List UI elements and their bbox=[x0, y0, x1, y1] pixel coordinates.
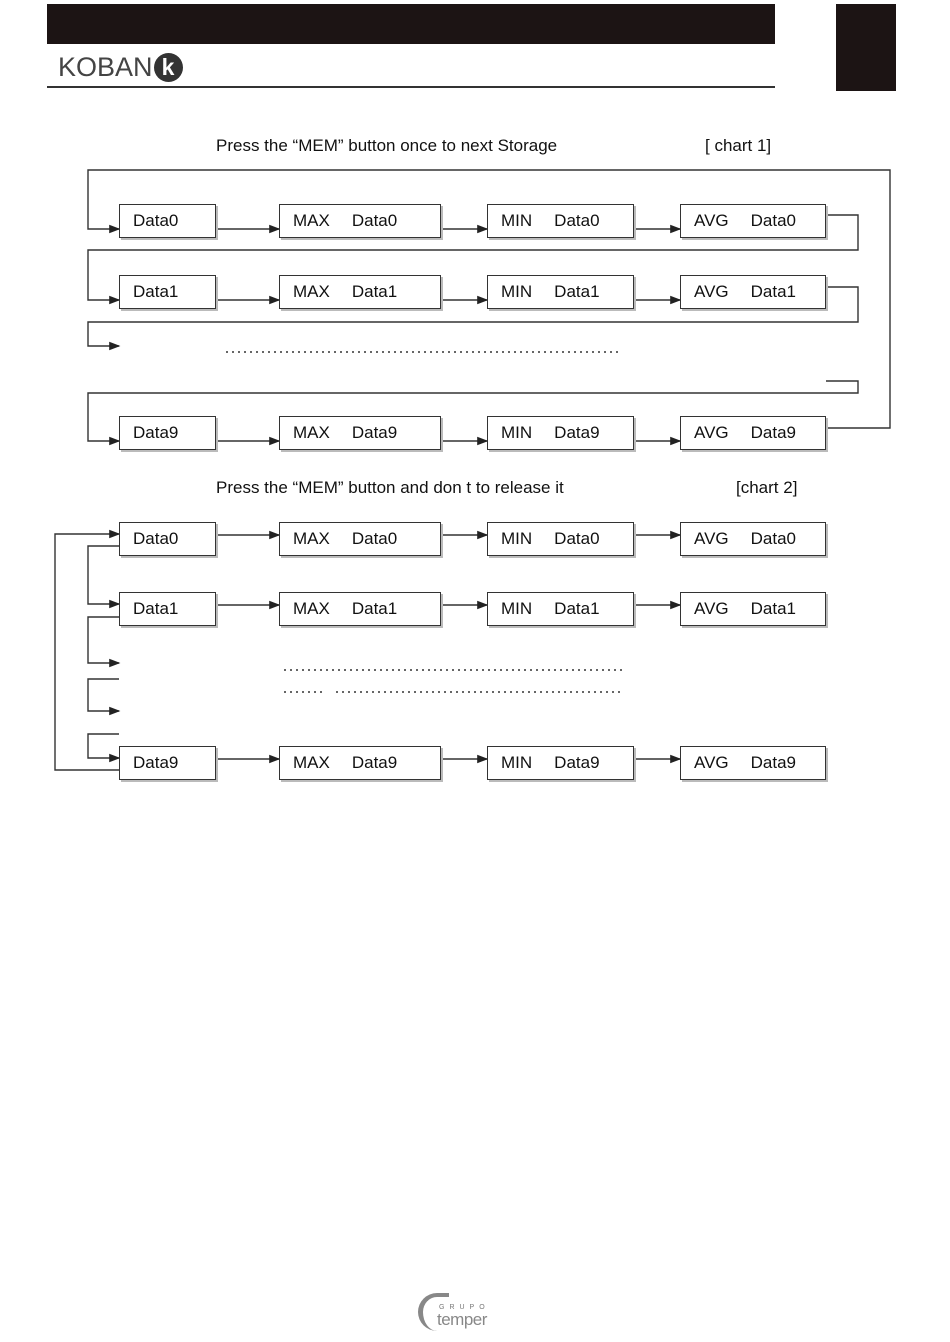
chart1-max-box: MAX Data0 bbox=[279, 204, 441, 238]
chart2-data-box: Data0 bbox=[119, 522, 216, 556]
min-value: Data0 bbox=[554, 211, 600, 230]
data-label: Data9 bbox=[133, 753, 179, 772]
max-value: Data1 bbox=[351, 282, 398, 301]
max-label: MAX bbox=[293, 529, 330, 548]
avg-value: Data9 bbox=[750, 423, 797, 442]
chart1-avg-box: AVG Data0 bbox=[680, 204, 826, 238]
chart1-avg-box: AVG Data1 bbox=[680, 275, 826, 309]
chart2-min-box: MIN Data1 bbox=[487, 592, 634, 626]
avg-value: Data0 bbox=[750, 211, 797, 230]
avg-label: AVG bbox=[694, 282, 729, 301]
max-value: Data0 bbox=[351, 211, 398, 230]
chart2-min-box: MIN Data0 bbox=[487, 522, 634, 556]
max-value: Data9 bbox=[351, 423, 398, 442]
chart2-max-box: MAX Data1 bbox=[279, 592, 441, 626]
data-label: Data0 bbox=[133, 211, 179, 230]
min-label: MIN bbox=[501, 423, 533, 442]
chart1-min-box: MIN Data9 bbox=[487, 416, 634, 450]
chart2-caption: Press the “MEM” button and don t to rele… bbox=[216, 478, 564, 497]
max-value: Data0 bbox=[351, 529, 398, 548]
max-value: Data9 bbox=[351, 753, 398, 772]
data-label: Data9 bbox=[133, 423, 179, 442]
avg-label: AVG bbox=[694, 599, 729, 618]
chart1-data-box: Data9 bbox=[119, 416, 216, 450]
chart1-max-box: MAX Data1 bbox=[279, 275, 441, 309]
chart2-avg-box: AVG Data1 bbox=[680, 592, 826, 626]
min-label: MIN bbox=[501, 599, 533, 618]
chart1-min-box: MIN Data0 bbox=[487, 204, 634, 238]
avg-label: AVG bbox=[694, 753, 729, 772]
chart2-tag: [chart 2] bbox=[736, 478, 798, 497]
footer-grupo-text: GRUPO bbox=[439, 1304, 490, 1311]
max-value: Data1 bbox=[351, 599, 398, 618]
avg-value: Data9 bbox=[750, 753, 797, 772]
min-label: MIN bbox=[501, 282, 533, 301]
min-value: Data1 bbox=[554, 282, 600, 301]
max-label: MAX bbox=[293, 753, 330, 772]
data-label: Data0 bbox=[133, 529, 179, 548]
min-value: Data0 bbox=[554, 529, 600, 548]
data-label: Data1 bbox=[133, 282, 179, 301]
brand-k-icon: k bbox=[153, 52, 183, 82]
temper-swoosh-icon bbox=[418, 1293, 449, 1331]
header-bar bbox=[47, 4, 775, 44]
chart2-avg-box: AVG Data0 bbox=[680, 522, 826, 556]
chart2-min-box: MIN Data9 bbox=[487, 746, 634, 780]
avg-value: Data1 bbox=[750, 599, 797, 618]
min-label: MIN bbox=[501, 529, 533, 548]
footer-brand-text: temper bbox=[437, 1310, 487, 1329]
corner-tab-block bbox=[836, 4, 896, 91]
chart1-data-box: Data1 bbox=[119, 275, 216, 309]
min-label: MIN bbox=[501, 753, 533, 772]
max-label: MAX bbox=[293, 599, 330, 618]
chart1-min-box: MIN Data1 bbox=[487, 275, 634, 309]
chart1-caption: Press the “MEM” button once to next Stor… bbox=[216, 136, 558, 155]
avg-value: Data0 bbox=[750, 529, 797, 548]
chart2-max-box: MAX Data9 bbox=[279, 746, 441, 780]
max-label: MAX bbox=[293, 423, 330, 442]
chart1-data-box: Data0 bbox=[119, 204, 216, 238]
avg-value: Data1 bbox=[750, 282, 797, 301]
brand-logo: KOBAN k bbox=[58, 50, 183, 84]
max-label: MAX bbox=[293, 282, 330, 301]
chart2-data-box: Data9 bbox=[119, 746, 216, 780]
chart1-avg-box: AVG Data9 bbox=[680, 416, 826, 450]
data-label: Data1 bbox=[133, 599, 179, 618]
min-value: Data1 bbox=[554, 599, 600, 618]
chart2-avg-box: AVG Data9 bbox=[680, 746, 826, 780]
min-label: MIN bbox=[501, 211, 533, 230]
brand-name: KOBAN bbox=[58, 51, 153, 82]
chart2-data-box: Data1 bbox=[119, 592, 216, 626]
min-value: Data9 bbox=[554, 753, 600, 772]
max-label: MAX bbox=[293, 211, 330, 230]
chart1-max-box: MAX Data9 bbox=[279, 416, 441, 450]
avg-label: AVG bbox=[694, 423, 729, 442]
min-value: Data9 bbox=[554, 423, 600, 442]
chart1-tag: [ chart 1] bbox=[705, 136, 772, 155]
header-divider bbox=[47, 86, 775, 88]
avg-label: AVG bbox=[694, 211, 729, 230]
chart2-max-box: MAX Data0 bbox=[279, 522, 441, 556]
avg-label: AVG bbox=[694, 529, 729, 548]
